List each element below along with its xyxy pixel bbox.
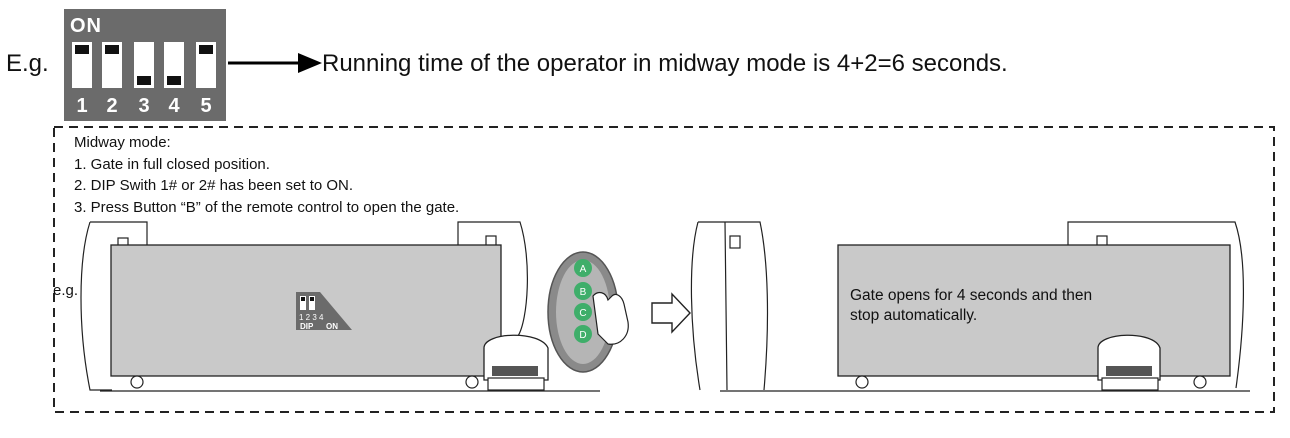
- motor-mount: [487, 377, 545, 391]
- dip-switch-3: [134, 42, 154, 88]
- dip-switch-number: 4: [168, 95, 180, 117]
- gate-wheel-icon: [1193, 375, 1207, 389]
- dip-on-label: ON: [70, 15, 102, 37]
- midway-mode-title: Midway mode:: [74, 134, 171, 151]
- mini-dip-label: DIP: [300, 322, 314, 331]
- dip-switch-4: [164, 42, 184, 88]
- gate-wheel-icon: [130, 375, 144, 389]
- switch-knob: [167, 76, 181, 85]
- gate-latch-icon: [729, 235, 741, 249]
- svg-text:A: A: [580, 264, 587, 275]
- switch-knob: [75, 45, 89, 54]
- instruction-step: 1. Gate in full closed position.: [74, 155, 270, 173]
- dip-switch-number: 1: [76, 95, 88, 117]
- mini-dip-switch-icon: 1 2 3 4 DIP ON: [296, 292, 352, 331]
- right-post: [457, 221, 528, 337]
- motor-base: [1106, 366, 1152, 376]
- svg-text:B: B: [580, 287, 587, 298]
- dip-switch-2: [102, 42, 122, 88]
- gate-wheel-icon: [855, 375, 869, 389]
- midway-mode-instructions: Midway mode: 1. Gate in full closed posi…: [74, 132, 459, 218]
- gate-panel-open: [837, 244, 1231, 377]
- dip-switch-5: [196, 42, 216, 88]
- eg-prefix: E.g.: [6, 50, 49, 77]
- remote-button-d: [574, 325, 592, 343]
- dip-switch-1: [72, 42, 92, 88]
- left-post-open: [690, 221, 769, 391]
- switch-knob: [199, 45, 213, 54]
- dashed-frame: [53, 126, 1275, 413]
- mini-dip-numbers: 1 2 3 4: [299, 313, 324, 322]
- next-step-arrow-icon: [651, 292, 691, 334]
- gate-note-line: stop automatically.: [850, 307, 978, 324]
- right-arrow-icon: [228, 53, 322, 73]
- dip-switch-number: 3: [138, 95, 150, 117]
- example-label: e.g.: [53, 282, 79, 299]
- motor-base: [492, 366, 538, 376]
- right-post-open: [1067, 221, 1245, 389]
- remote-button-b: [574, 282, 592, 300]
- remote-button-c: [574, 303, 592, 321]
- gate-note-line: Gate opens for 4 seconds and then: [850, 287, 1093, 304]
- mini-on-label: ON: [326, 322, 338, 331]
- pointing-hand-icon: [592, 291, 629, 345]
- switch-knob: [137, 76, 151, 85]
- instruction-step: 2. DIP Swith 1# or 2# has been set to ON…: [74, 177, 354, 194]
- svg-text:C: C: [579, 308, 586, 319]
- remote-button-a: [574, 259, 592, 277]
- left-post: [80, 221, 148, 391]
- instruction-step: 3. Press Button “B” of the remote contro…: [74, 198, 460, 216]
- switch-knob: [105, 45, 119, 54]
- gate-open-note: Gate opens for 4 seconds and then stop a…: [850, 286, 1092, 326]
- running-time-explanation: Running time of the operator in midway m…: [322, 50, 1008, 77]
- dip-switch-panel: ON 1 2 3 4 5: [64, 9, 226, 121]
- remote-control-icon: A B C D: [547, 251, 629, 373]
- svg-text:D: D: [579, 330, 586, 341]
- dip-switch-number: 5: [200, 95, 212, 117]
- motor-mount: [1101, 377, 1159, 391]
- gate-wheel-icon: [465, 375, 479, 389]
- dip-switch-number: 2: [106, 95, 118, 117]
